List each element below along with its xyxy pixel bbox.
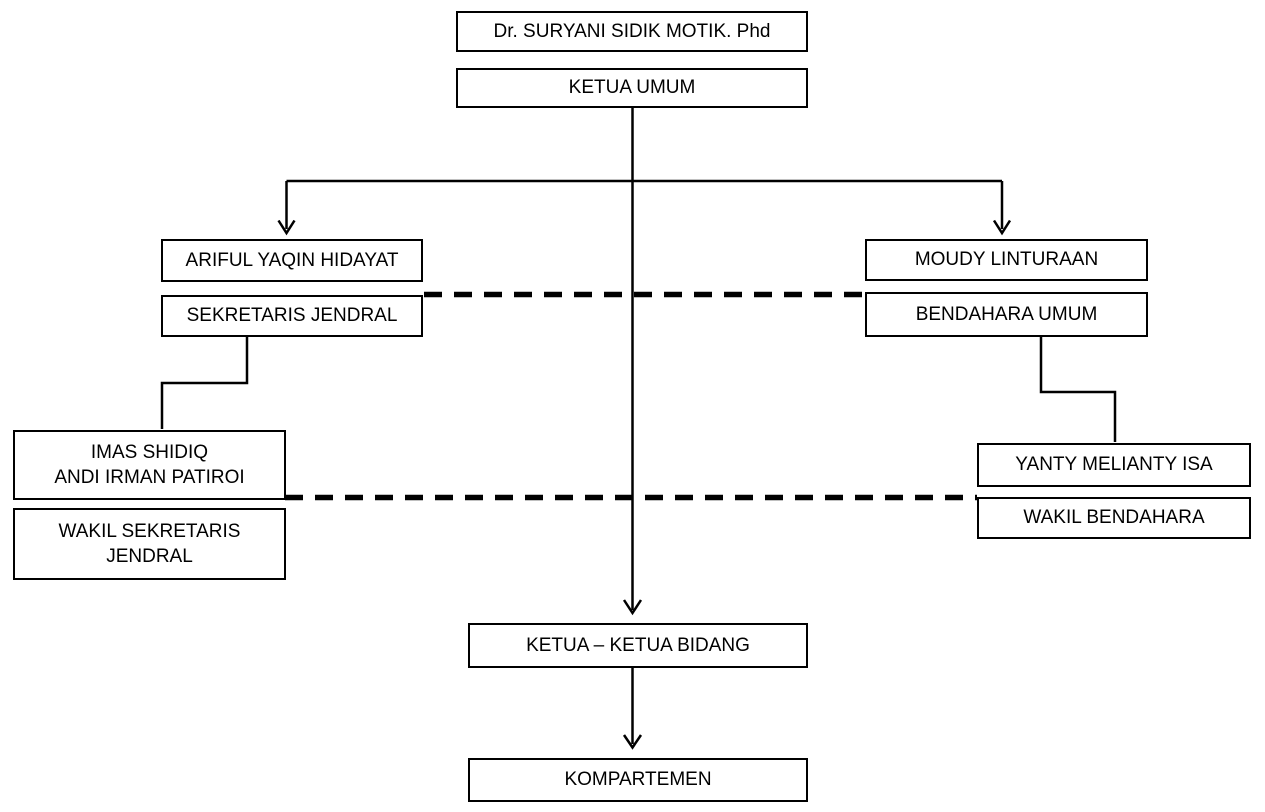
- deputy-secretary-name-line1: IMAS SHIDIQ: [90, 441, 209, 463]
- treasurer-general-name: MOUDY LINTURAAN: [914, 249, 1099, 271]
- compartment-label: KOMPARTEMEN: [564, 769, 712, 791]
- deputy-secretary-name-line2: ANDI IRMAN PATIROI: [54, 467, 245, 488]
- secretary-general-name-box: ARIFUL YAQIN HIDAYAT: [161, 239, 423, 282]
- trunk-arrowhead-icon: [622, 599, 643, 616]
- deputy-treasurer-role: WAKIL BENDAHARA: [1023, 507, 1205, 529]
- secretary-general-name: ARIFUL YAQIN HIDAYAT: [185, 249, 399, 271]
- branch-right-arrowhead-icon: [992, 219, 1012, 236]
- secretary-general-role-box: SEKRETARIS JENDRAL: [161, 295, 423, 337]
- compartment-box: KOMPARTEMEN: [468, 758, 808, 802]
- deputy-treasurer-name: YANTY MELIANTY ISA: [1015, 454, 1213, 476]
- deputy-treasurer-name-box: YANTY MELIANTY ISA: [977, 443, 1251, 487]
- secretary-general-role: SEKRETARIS JENDRAL: [186, 305, 398, 327]
- right-elbow-connector: [1039, 336, 1117, 442]
- branch-left-arrowhead-icon: [277, 219, 296, 236]
- division-chairs-box: KETUA – KETUA BIDANG: [468, 623, 808, 668]
- chairman-role-box: KETUA UMUM: [456, 68, 808, 108]
- deputy-secretary-role-line2: JENDRAL: [106, 546, 193, 567]
- treasurer-general-role: BENDAHARA UMUM: [915, 303, 1098, 325]
- chairman-name-box: Dr. SURYANI SIDIK MOTIK. Phd: [456, 11, 808, 52]
- chairman-role: KETUA UMUM: [568, 77, 696, 99]
- treasurer-general-role-box: BENDAHARA UMUM: [865, 292, 1148, 337]
- chairman-name: Dr. SURYANI SIDIK MOTIK. Phd: [493, 20, 771, 42]
- division-chairs-label: KETUA – KETUA BIDANG: [526, 634, 750, 656]
- deputy-secretary-role-box: WAKIL SEKRETARIS JENDRAL: [13, 508, 286, 580]
- treasurer-general-name-box: MOUDY LINTURAAN: [865, 239, 1148, 281]
- left-elbow-connector: [160, 337, 249, 429]
- deputy-secretary-role-line1: WAKIL SEKRETARIS: [58, 520, 241, 542]
- deputy-secretary-name-box: IMAS SHIDIQ ANDI IRMAN PATIROI: [13, 430, 286, 500]
- deputy-treasurer-role-box: WAKIL BENDAHARA: [977, 497, 1251, 539]
- bottom-arrowhead-icon: [622, 734, 643, 750]
